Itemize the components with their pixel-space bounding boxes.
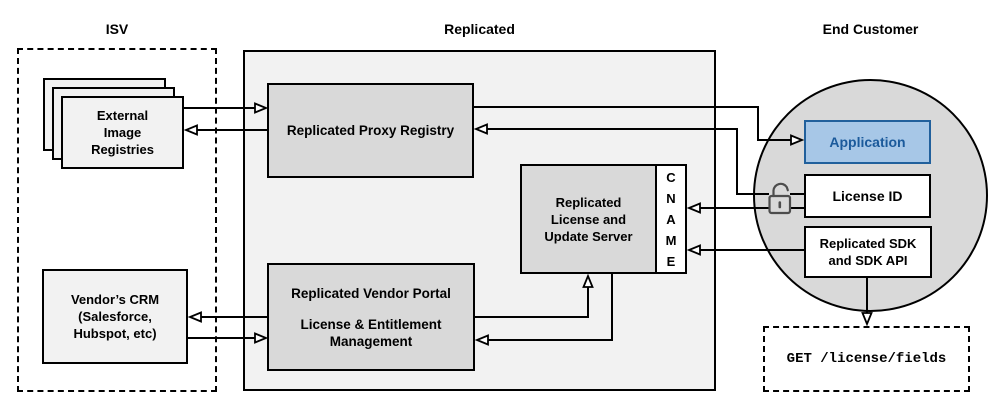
cname-strip: C N A M E <box>655 164 687 274</box>
vendors-crm-box: Vendor’s CRM (Salesforce, Hubspot, etc) <box>42 269 188 364</box>
section-label-replicated: Replicated <box>444 21 515 37</box>
vendors-crm-label: Vendor’s CRM (Salesforce, Hubspot, etc) <box>70 292 160 341</box>
replicated-vendor-portal-box: Replicated Vendor Portal License & Entit… <box>267 263 475 371</box>
license-id-label: License ID <box>832 187 903 204</box>
vendor-portal-subtitle: License & Entitlement Management <box>300 316 442 349</box>
section-label-isv: ISV <box>105 21 129 37</box>
external-image-registries-box: External Image Registries <box>61 96 184 169</box>
vendor-portal-title: Replicated Vendor Portal <box>291 285 451 301</box>
replicated-sdk-box: Replicated SDK and SDK API <box>804 226 932 278</box>
license-update-server-box: Replicated License and Update Server <box>520 164 657 274</box>
license-update-server-label: Replicated License and Update Server <box>544 194 633 244</box>
get-license-fields-box: GET /license/fields <box>763 326 970 392</box>
get-license-fields-label: GET /license/fields <box>786 350 947 367</box>
external-image-registries-label: External Image Registries <box>91 108 154 157</box>
section-label-end-customer: End Customer <box>822 21 919 37</box>
replicated-proxy-registry-label: Replicated Proxy Registry <box>286 123 455 138</box>
cname-label: C N A M E <box>665 169 677 269</box>
replicated-sdk-label: Replicated SDK and SDK API <box>819 236 917 268</box>
license-id-box: License ID <box>804 174 931 218</box>
application-box: Application <box>804 120 931 164</box>
application-label: Application <box>829 133 906 150</box>
replicated-proxy-registry-box: Replicated Proxy Registry <box>267 83 474 178</box>
